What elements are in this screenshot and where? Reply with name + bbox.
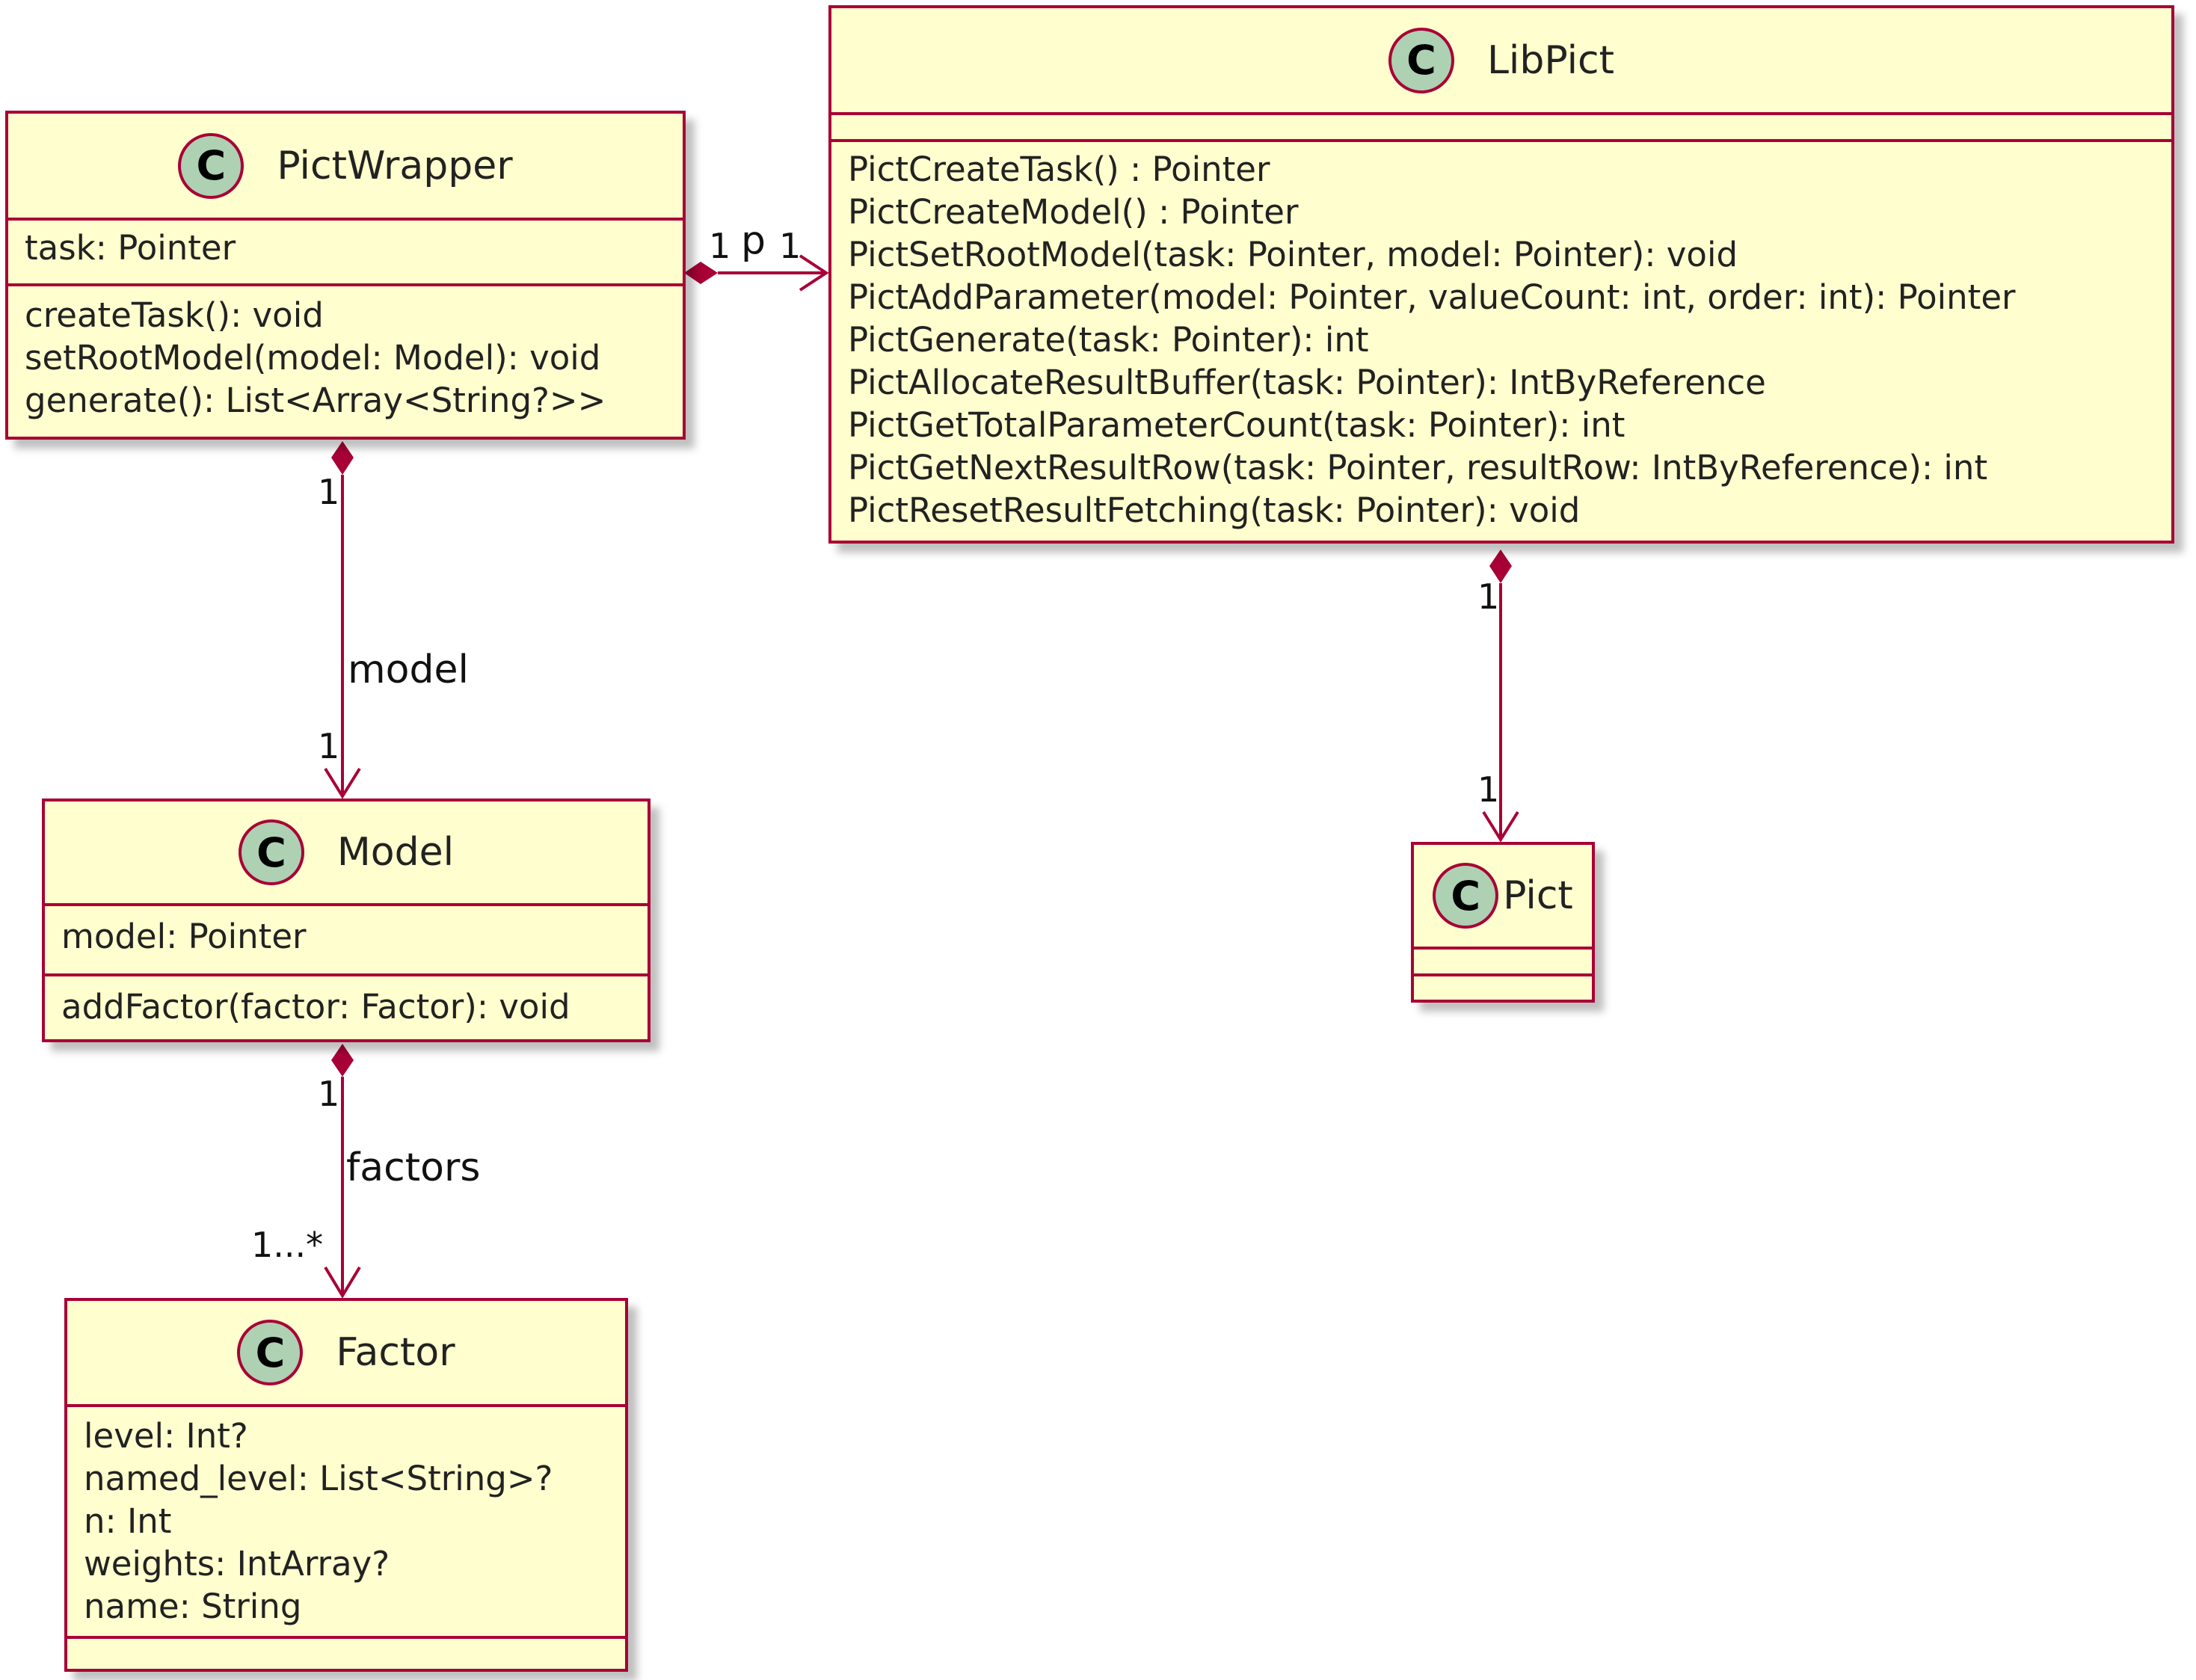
attributes-section: task: Pointer bbox=[8, 221, 683, 283]
class-factor[interactable]: C Factor level: Int? named_level: List<S… bbox=[64, 1298, 628, 1672]
method: PictCreateModel() : Pointer bbox=[848, 192, 1299, 232]
attribute: name: String bbox=[84, 1587, 302, 1626]
method: PictSetRootModel(task: Pointer, model: P… bbox=[848, 235, 1738, 274]
class-c-icon: C bbox=[238, 819, 304, 885]
composition-diamond bbox=[684, 262, 718, 284]
attribute: level: Int? bbox=[84, 1416, 248, 1456]
pictwrapper-libpict-target-multiplicity: 1 bbox=[779, 226, 802, 266]
methods-section bbox=[67, 1636, 625, 1639]
class-pictwrapper[interactable]: C PictWrapper task: Pointer createTask()… bbox=[5, 111, 686, 440]
arrow-head bbox=[799, 254, 829, 292]
composition-diamond bbox=[1489, 550, 1512, 583]
attribute: model: Pointer bbox=[61, 917, 307, 956]
class-header: C Factor bbox=[67, 1301, 625, 1407]
libpict-pict-source-multiplicity: 1 bbox=[1477, 576, 1500, 617]
attributes-section: model: Pointer bbox=[45, 906, 648, 973]
edge-pictwrapper-libpict bbox=[684, 254, 829, 292]
class-libpict[interactable]: C LibPict PictCreateTask() : Pointer Pic… bbox=[828, 5, 2174, 544]
pictwrapper-libpict-source-multiplicity: 1 bbox=[709, 226, 731, 266]
pictwrapper-libpict-label: p bbox=[741, 218, 766, 263]
class-model[interactable]: C Model model: Pointer addFactor(factor:… bbox=[42, 799, 651, 1042]
libpict-pict-target-multiplicity: 1 bbox=[1477, 769, 1500, 810]
class-header: C LibPict bbox=[831, 8, 2171, 115]
method: PictAddParameter(model: Pointer, valueCo… bbox=[848, 277, 2016, 317]
class-name: Model bbox=[336, 830, 455, 875]
method: setRootModel(model: Model): void bbox=[25, 338, 601, 378]
methods-section: PictCreateTask() : Pointer PictCreateMod… bbox=[831, 139, 2171, 541]
edge-model-factor bbox=[324, 1044, 361, 1299]
class-c-icon: C bbox=[237, 1320, 304, 1385]
attributes-section bbox=[1414, 950, 1592, 973]
method: PictResetResultFetching(task: Pointer): … bbox=[848, 490, 1581, 530]
class-name: Factor bbox=[336, 1330, 455, 1375]
methods-section: addFactor(factor: Factor): void bbox=[45, 973, 648, 1037]
model-factor-label: factors bbox=[346, 1145, 481, 1190]
method: generate(): List<Array<String?>> bbox=[25, 381, 606, 420]
attribute: task: Pointer bbox=[25, 228, 236, 268]
arrow-head bbox=[324, 767, 361, 799]
class-name: PictWrapper bbox=[277, 143, 513, 188]
pictwrapper-model-source-multiplicity: 1 bbox=[318, 472, 340, 512]
method: PictGetTotalParameterCount(task: Pointer… bbox=[848, 405, 1626, 445]
model-factor-target-multiplicity: 1...* bbox=[251, 1225, 324, 1265]
attribute: named_level: List<String>? bbox=[84, 1459, 553, 1498]
composition-diamond bbox=[331, 1044, 354, 1077]
attribute: n: Int bbox=[84, 1501, 172, 1541]
method: addFactor(factor: Factor): void bbox=[61, 987, 570, 1027]
class-header: C Pict bbox=[1414, 845, 1592, 950]
class-c-icon: C bbox=[178, 132, 244, 199]
arrow-head bbox=[1482, 810, 1519, 843]
method: PictAllocateResultBuffer(task: Pointer):… bbox=[848, 363, 1766, 402]
class-name: Pict bbox=[1503, 873, 1573, 918]
class-pict[interactable]: C Pict bbox=[1411, 842, 1595, 1003]
methods-section bbox=[1414, 973, 1592, 996]
class-c-icon: C bbox=[1388, 27, 1454, 93]
attributes-section bbox=[831, 115, 2171, 139]
edge-pictwrapper-model bbox=[324, 441, 361, 799]
method: createTask(): void bbox=[25, 295, 324, 335]
method: PictGenerate(task: Pointer): int bbox=[848, 320, 1369, 360]
attributes-section: level: Int? named_level: List<String>? n… bbox=[67, 1407, 625, 1636]
class-header: C Model bbox=[45, 801, 648, 906]
methods-section: createTask(): void setRootModel(model: M… bbox=[8, 283, 683, 431]
pictwrapper-model-target-multiplicity: 1 bbox=[318, 726, 340, 766]
pictwrapper-model-label: model bbox=[348, 647, 469, 692]
model-factor-source-multiplicity: 1 bbox=[318, 1074, 340, 1114]
class-header: C PictWrapper bbox=[8, 114, 683, 221]
class-c-icon: C bbox=[1433, 863, 1499, 929]
method: PictGetNextResultRow(task: Pointer, resu… bbox=[848, 448, 1988, 487]
attribute: weights: IntArray? bbox=[84, 1544, 390, 1584]
method: PictCreateTask() : Pointer bbox=[848, 150, 1270, 189]
arrow-head bbox=[324, 1266, 361, 1299]
composition-diamond bbox=[331, 441, 354, 475]
edge-libpict-pict bbox=[1482, 550, 1519, 843]
class-name: LibPict bbox=[1486, 37, 1615, 83]
